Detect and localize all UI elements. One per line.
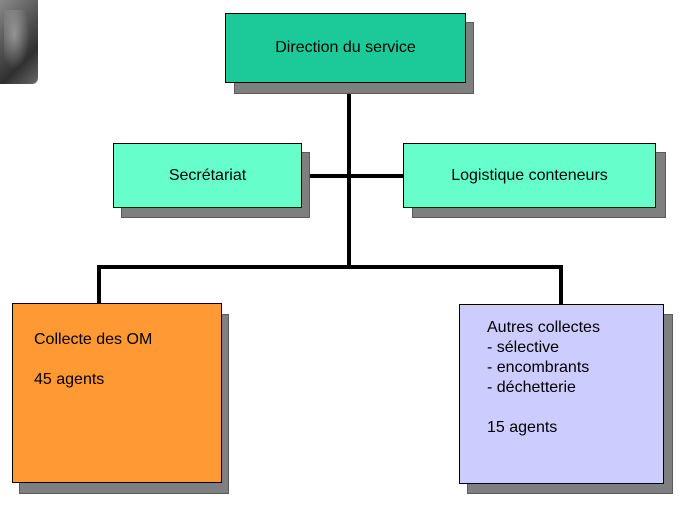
- logistique-label: Logistique conteneurs: [451, 166, 608, 184]
- secretariat-label: Secrétariat: [168, 166, 247, 184]
- collecte-om-title: Collecte des OM: [34, 331, 153, 348]
- autres-collectes-agents: 15 agents: [487, 419, 558, 436]
- autres-collectes-box: Autres collectes - sélective - encombran…: [459, 304, 664, 484]
- connector-right-drop: [559, 265, 563, 304]
- connector-left-drop: [97, 265, 101, 304]
- autres-collectes-title: Autres collectes: [487, 319, 600, 336]
- secretariat-box: Secrétariat: [113, 143, 302, 208]
- autres-collectes-item: - encombrants: [487, 359, 590, 376]
- connector-bus: [97, 265, 563, 269]
- direction-box: Direction du service: [225, 13, 466, 83]
- autres-collectes-item: - sélective: [487, 339, 560, 356]
- connector-support: [300, 174, 404, 178]
- photo-thumbnail: [0, 0, 38, 84]
- collecte-om-box: Collecte des OM 45 agents: [12, 303, 222, 483]
- direction-label: Direction du service: [275, 39, 416, 56]
- logistique-box: Logistique conteneurs: [403, 143, 656, 208]
- autres-collectes-item: - déchetterie: [487, 379, 576, 396]
- collecte-om-agents: 45 agents: [34, 371, 105, 388]
